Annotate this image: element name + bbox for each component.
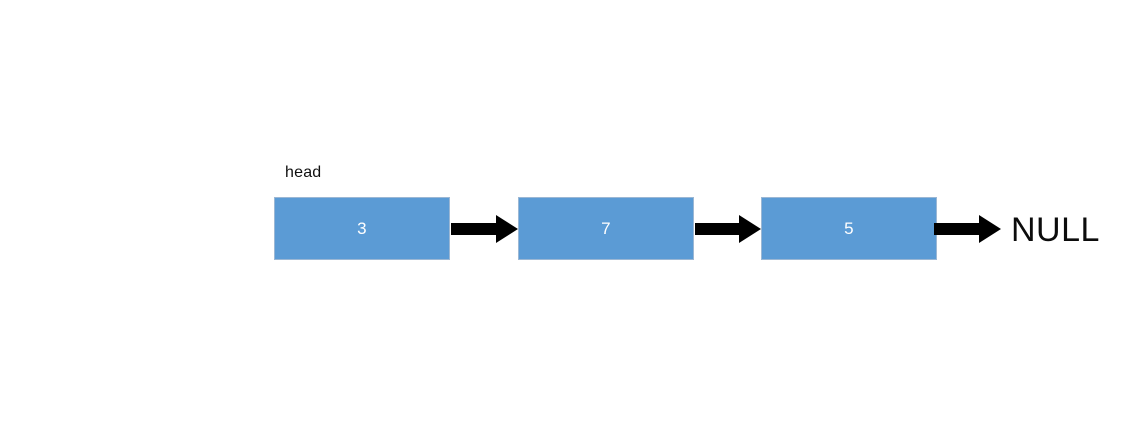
next-pointer-arrow-null <box>934 214 1002 244</box>
head-pointer-label: head <box>285 164 322 181</box>
next-pointer-arrow-2 <box>695 214 762 244</box>
list-node-1: 3 <box>274 197 450 260</box>
arrow-right-icon <box>695 215 761 243</box>
null-terminator-label: NULL <box>1011 211 1100 249</box>
list-node-1-value: 3 <box>357 218 367 238</box>
list-node-2-value: 7 <box>601 218 611 238</box>
arrow-right-icon <box>451 215 518 243</box>
arrow-right-icon <box>934 215 1001 243</box>
next-pointer-arrow-1 <box>451 214 519 244</box>
list-node-3: 5 <box>761 197 937 260</box>
list-node-2: 7 <box>518 197 694 260</box>
list-node-3-value: 5 <box>844 218 854 238</box>
